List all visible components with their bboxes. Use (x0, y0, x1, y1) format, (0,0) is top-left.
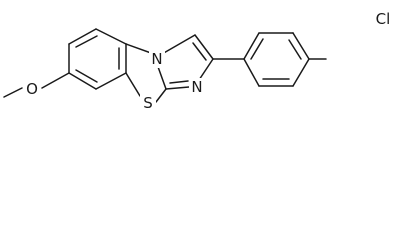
methoxy-oxygen-atom: O (24, 80, 40, 98)
svg-text:Cl: Cl (376, 10, 391, 28)
bond-c2-n (198, 58, 214, 81)
double-bond-n-c8a (169, 80, 189, 84)
chlorine-atom: Cl (370, 10, 396, 28)
bond-n-c1 (161, 34, 196, 55)
chemical-structure: O N N S Cl (3, 10, 396, 112)
bond-methyl-oxygen (3, 87, 23, 98)
imidazole-nitrogen-atom: N (189, 78, 205, 96)
double-bond-c7-c6 (75, 69, 98, 83)
bond-ph6-ph1 (243, 58, 260, 87)
svg-text:N: N (191, 78, 202, 96)
bond-ph3-ph4 (292, 32, 310, 60)
bond-ph1-ph2 (243, 32, 260, 60)
bond-c4-c3a (95, 28, 127, 45)
double-bond-ph1-ph2 (250, 38, 264, 60)
bond-n-c8a (156, 63, 167, 90)
bond-oxygen-c6 (41, 72, 70, 89)
double-bond-c5-c4 (75, 35, 98, 48)
sulfur-atom: S (140, 94, 156, 112)
svg-text:O: O (26, 80, 38, 98)
double-bond-c1-c2 (192, 42, 207, 61)
bond-c7-c6 (68, 72, 97, 90)
bond-s-c7a (125, 72, 141, 97)
svg-text:N: N (151, 50, 162, 68)
bonds (3, 28, 327, 103)
bond-c8a-s (155, 88, 167, 103)
bond-c7a-c7 (95, 72, 127, 90)
bond-c3a-n (125, 43, 152, 54)
double-bond-ph3-ph4 (288, 39, 302, 60)
bond-c1-c2 (194, 34, 214, 60)
bond-c5-c4 (68, 28, 97, 45)
svg-text:S: S (143, 94, 153, 112)
bond-n-c8a-double (165, 86, 190, 90)
atom-labels: O N N S Cl (24, 10, 396, 112)
bridgehead-nitrogen-atom: N (149, 50, 165, 68)
bond-ph4-ph5 (292, 58, 310, 87)
